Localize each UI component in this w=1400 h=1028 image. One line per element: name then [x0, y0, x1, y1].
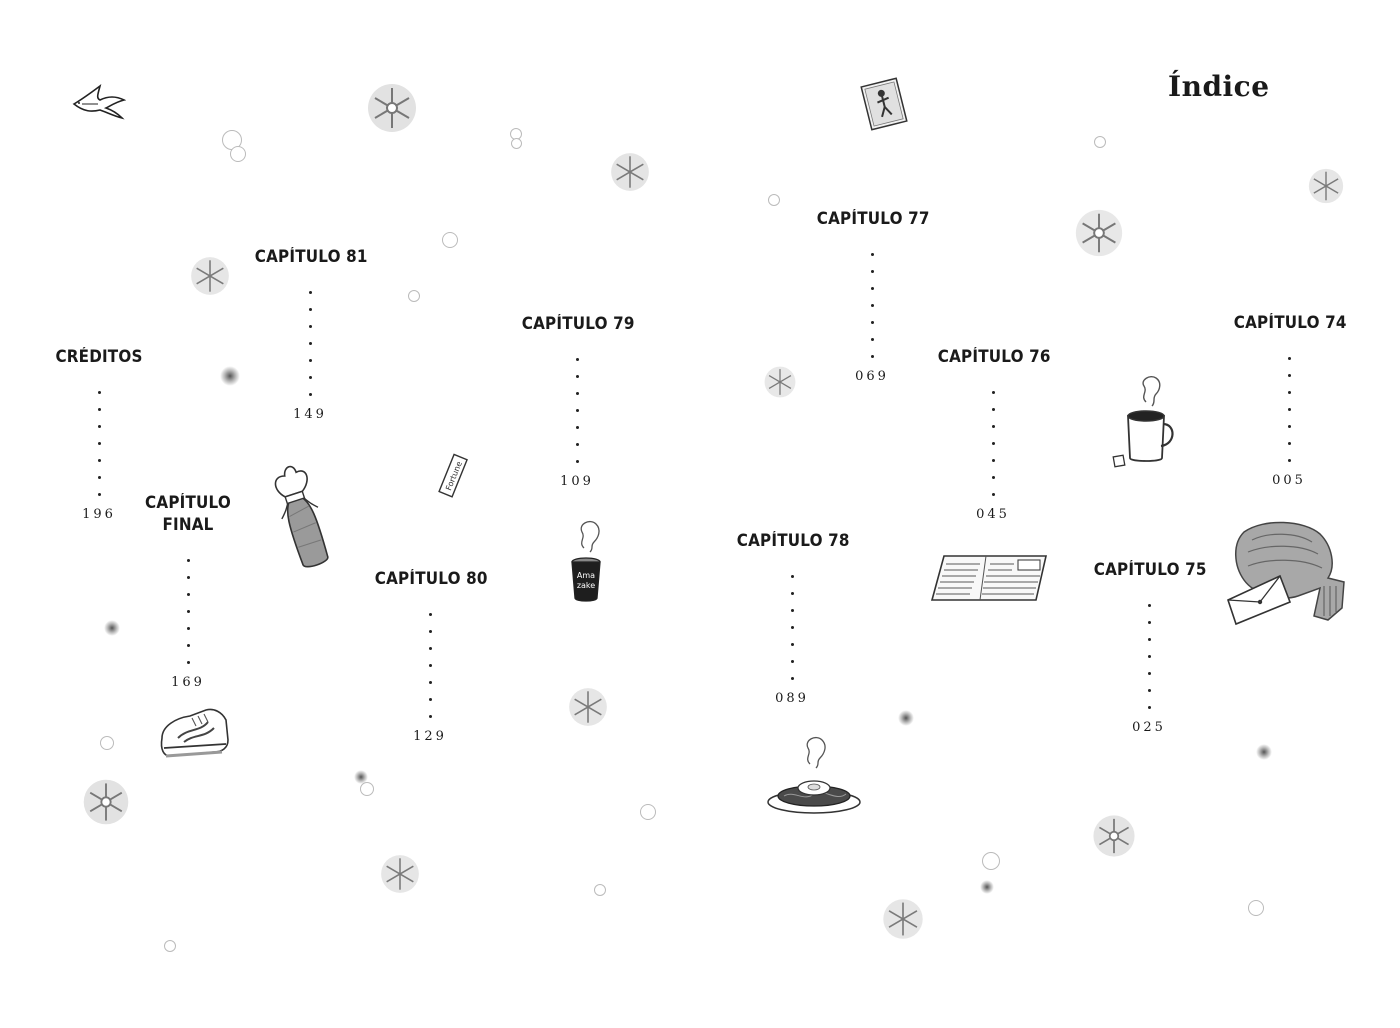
toc-entry-label: CAPÍTULO 81: [254, 247, 368, 266]
toc-entry-label-line1: CAPÍTULO: [145, 493, 231, 512]
toc-entry-label: CAPÍTULO 80: [374, 569, 488, 588]
gift-bottle-icon: [274, 465, 329, 568]
snow-blur-dot: [220, 366, 240, 386]
toc-entry-page-number: 005: [1272, 473, 1306, 488]
toc-entry-page-number: 196: [82, 507, 116, 522]
amazake-text-line1: Ama: [577, 571, 595, 580]
snow-bubble: [982, 852, 1000, 870]
toc-entry-chapter-78[interactable]: CAPÍTULO 78 089: [732, 530, 852, 706]
snow-blur-dot: [980, 880, 994, 894]
toc-entry-page-number: 109: [560, 474, 594, 489]
photo-card-icon: [860, 77, 908, 131]
toc-entry-chapter-77[interactable]: CAPÍTULO 77 069: [812, 208, 932, 384]
leader-dots: [44, 384, 154, 503]
snowflake-icon: [368, 84, 416, 132]
toc-entry-chapter-76[interactable]: CAPÍTULO 76 045: [933, 346, 1053, 522]
snow-bubble: [768, 194, 780, 206]
toc-entry-label: CAPÍTULO 75: [1093, 560, 1207, 579]
toc-entry-credits[interactable]: CRÉDITOS 196: [44, 346, 154, 522]
snow-bubble: [442, 232, 458, 248]
sneaker-icon: [160, 708, 229, 758]
snowflake-icon: [611, 153, 649, 191]
leader-dots: [1089, 597, 1209, 716]
leader-dots: [812, 246, 932, 365]
leader-dots: [517, 351, 637, 470]
leader-dots: [130, 552, 246, 671]
snowflake-icon: [1308, 168, 1344, 204]
toc-entry-page-number: 169: [171, 675, 205, 690]
toc-entry-chapter-75[interactable]: CAPÍTULO 75 025: [1089, 559, 1209, 735]
toc-entry-page-number: 069: [855, 369, 889, 384]
snow-bubble: [594, 884, 606, 896]
toc-entry-page-number: 025: [1132, 720, 1166, 735]
page-title: Índice: [1168, 70, 1270, 103]
coffee-mug-icon: [1112, 376, 1174, 468]
snowflake-icon: [381, 855, 419, 893]
pasta-plate-icon: [767, 736, 861, 814]
swallow-icon: [72, 84, 126, 120]
snow-bubble: [100, 736, 114, 750]
snow-bubble: [230, 146, 246, 162]
toc-entry-label-line2: FINAL: [162, 515, 214, 534]
snowflake-icon: [1093, 815, 1135, 857]
leader-dots: [933, 384, 1053, 503]
toc-entry-page-number: 129: [413, 729, 447, 744]
toc-entry-label: CAPÍTULO 78: [736, 531, 850, 550]
snowflake-icon: [764, 366, 796, 398]
newspaper-icon: [930, 555, 1048, 601]
amazake-text-line2: zake: [577, 581, 595, 590]
toc-entry-chapter-80[interactable]: CAPÍTULO 80 129: [370, 568, 490, 744]
snowflake-icon: [1075, 209, 1123, 257]
toc-entry-label: CAPÍTULO 77: [816, 209, 930, 228]
toc-entry-label: CAPÍTULO 74: [1233, 313, 1347, 332]
snow-bubble: [1094, 136, 1106, 148]
snow-bubble: [1248, 900, 1264, 916]
snow-blur-dot: [354, 770, 368, 784]
toc-entry-label: CAPÍTULO 76: [937, 347, 1051, 366]
snow-bubble: [360, 782, 374, 796]
toc-entry-chapter-74[interactable]: CAPÍTULO 74 005: [1229, 312, 1349, 488]
leader-dots: [250, 284, 370, 403]
snow-bubble: [511, 138, 522, 149]
toc-entry-page-number: 149: [293, 407, 327, 422]
snowflake-icon: [569, 688, 607, 726]
toc-entry-chapter-79[interactable]: CAPÍTULO 79 109: [517, 313, 637, 489]
snow-bubble: [408, 290, 420, 302]
toc-entry-final-chapter[interactable]: CAPÍTULO FINAL 169: [130, 492, 246, 690]
toc-entry-label: CRÉDITOS: [55, 347, 143, 366]
leader-dots: [370, 606, 490, 725]
toc-entry-page-number: 089: [775, 691, 809, 706]
leader-dots: [1229, 350, 1349, 469]
leader-dots: [732, 568, 852, 687]
snow-blur-dot: [898, 710, 914, 726]
toc-entry-page-number: 045: [976, 507, 1010, 522]
snow-bubble: [164, 940, 176, 952]
amazake-cup-icon: Ama zake: [571, 520, 601, 602]
snowflake-icon: [883, 899, 923, 939]
fortune-slip-icon: Fortune: [438, 453, 468, 498]
toc-entry-label: CAPÍTULO 79: [521, 314, 635, 333]
toc-entry-chapter-81[interactable]: CAPÍTULO 81 149: [250, 246, 370, 422]
snow-blur-dot: [1256, 744, 1272, 760]
snowflake-icon: [191, 257, 229, 295]
scarf-letter-icon: [1227, 521, 1345, 626]
snowflake-icon: [83, 779, 129, 825]
snow-blur-dot: [104, 620, 120, 636]
snow-bubble: [640, 804, 656, 820]
